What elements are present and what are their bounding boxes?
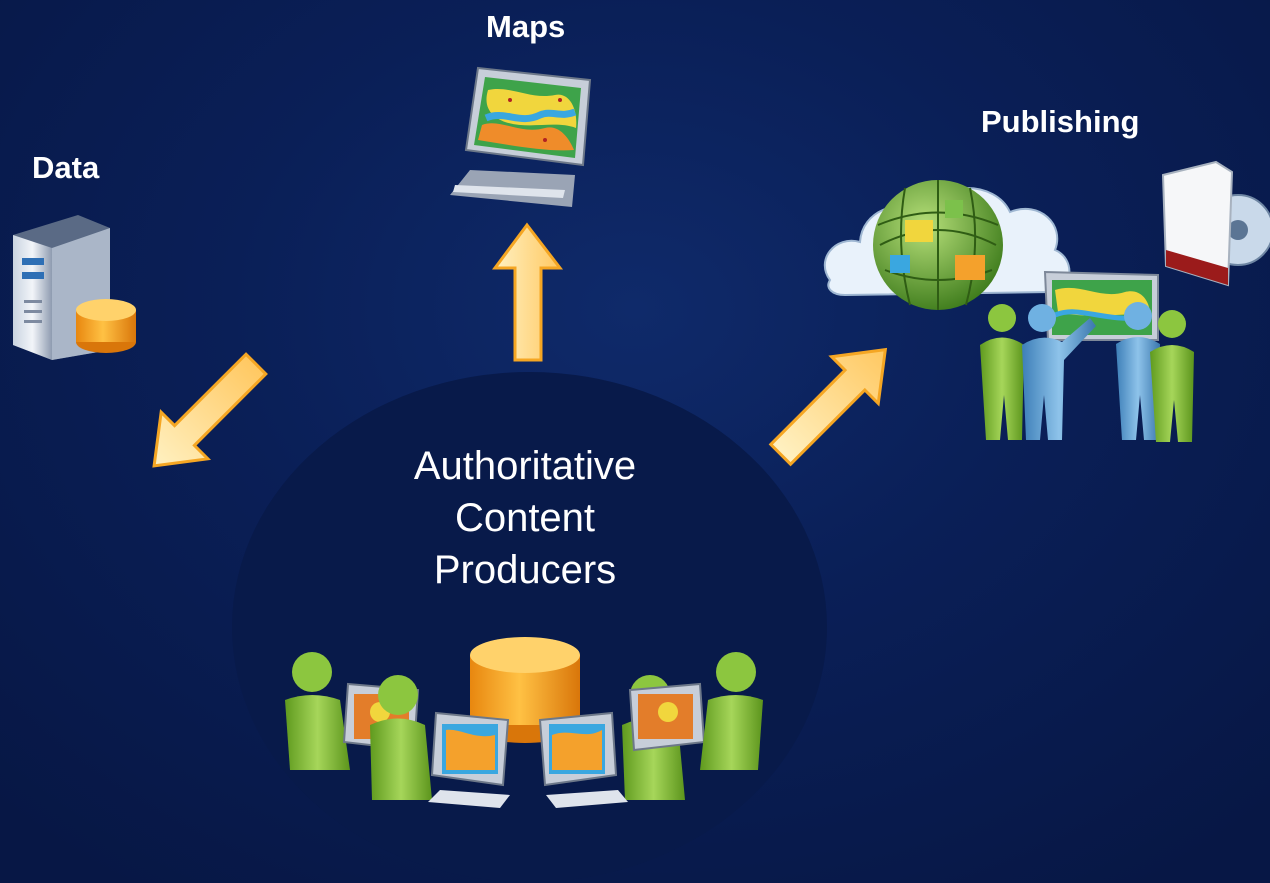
maps-label: Maps — [486, 9, 566, 44]
center-title: Authoritative Content Producers — [330, 440, 720, 596]
arrow-to-data — [152, 352, 268, 468]
globe-cloud-icon — [823, 180, 1071, 310]
center-line-2: Content — [454, 496, 596, 540]
center-line-3: Producers — [433, 548, 617, 592]
presenting-people-icon — [980, 302, 1194, 442]
publishing-label: Publishing — [981, 104, 1140, 139]
producers-ellipse — [232, 372, 827, 882]
data-label: Data — [32, 150, 100, 185]
dvd-case-icon — [1161, 160, 1270, 287]
server-database-icon — [13, 215, 136, 360]
map-monitor-icon — [450, 66, 592, 207]
producers-team-icon — [285, 637, 763, 808]
arrow-up-maps — [492, 222, 564, 362]
arrow-to-publishing — [768, 347, 888, 467]
center-line-1: Authoritative — [413, 444, 637, 488]
